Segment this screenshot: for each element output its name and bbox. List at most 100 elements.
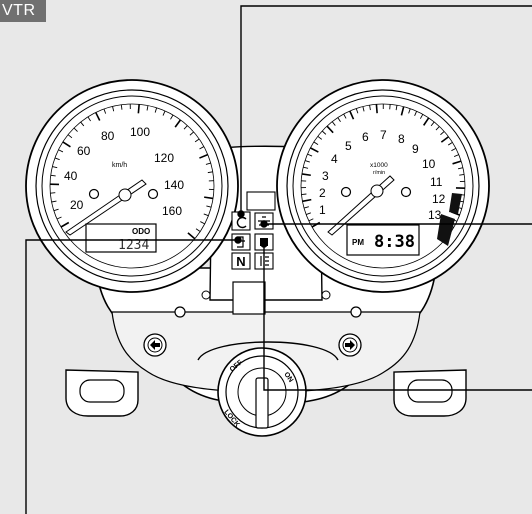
- odometer-label: ODO: [132, 227, 150, 236]
- tachometer-tick-1: 1: [319, 203, 326, 217]
- tachometer-tick-10: 10: [422, 157, 436, 171]
- tick-mark: [408, 108, 411, 114]
- speedometer-tick-120: 120: [154, 151, 174, 165]
- tick-mark: [199, 146, 205, 150]
- tick-mark: [337, 117, 341, 123]
- speedometer-needle-hub: [118, 188, 132, 202]
- tick-mark: [73, 127, 78, 132]
- callout-line-1: [240, 5, 532, 214]
- screw-hole-left: [174, 306, 186, 318]
- tick-mark: [305, 212, 311, 215]
- ignition-position-on: ON: [282, 371, 294, 384]
- odometer-value: 1234: [118, 238, 149, 253]
- center-label-plate: [232, 281, 266, 315]
- tick-mark: [189, 131, 194, 136]
- tick-mark: [162, 110, 166, 116]
- tachometer-pivot-right: [400, 186, 412, 198]
- speedometer-tick-160: 160: [162, 204, 182, 218]
- tachometer-tick-4: 4: [331, 152, 338, 166]
- tick-mark: [194, 138, 200, 143]
- tick-mark: [440, 131, 445, 136]
- model-label: VTR: [0, 0, 46, 22]
- speedometer-tick-60: 60: [77, 144, 91, 158]
- speedometer-pivot-right: [147, 188, 159, 200]
- tick-mark: [56, 216, 62, 220]
- tick-mark: [308, 218, 314, 222]
- tick-mark: [51, 200, 57, 203]
- tick-mark: [451, 147, 457, 152]
- tick-mark: [174, 119, 182, 128]
- tachometer-tick-5: 5: [345, 139, 352, 153]
- top-indicator-window: [246, 191, 276, 211]
- oil-pressure-icon: [236, 216, 247, 229]
- tick-mark: [303, 206, 309, 209]
- tick-mark: [206, 205, 212, 208]
- tachometer-unit: r/min: [373, 170, 385, 176]
- speedometer-tick-140: 140: [164, 178, 184, 192]
- callout-lines: [25, 5, 532, 514]
- callout-dot-4: [260, 240, 268, 248]
- tick-mark: [331, 121, 336, 126]
- tick-mark: [355, 108, 359, 114]
- tick-mark: [452, 160, 462, 165]
- right-mount-slot: [407, 379, 453, 403]
- tick-mark: [146, 105, 149, 111]
- tachometer-tick-8: 8: [398, 132, 405, 146]
- tick-mark: [183, 125, 188, 130]
- tick-mark: [302, 198, 312, 203]
- callout-dot-2: [260, 220, 268, 228]
- tick-mark: [154, 107, 158, 113]
- neutral-indicator-label: N: [236, 254, 245, 269]
- tachometer-tick-11: 11: [430, 175, 443, 189]
- tick-mark: [95, 112, 101, 121]
- tick-mark: [375, 104, 378, 114]
- tick-mark: [422, 117, 430, 126]
- tick-mark: [301, 173, 311, 177]
- tick-mark: [457, 167, 464, 170]
- tick-mark: [447, 142, 453, 146]
- tick-mark: [137, 104, 140, 114]
- clock-display: [346, 224, 420, 256]
- tick-mark: [60, 221, 70, 228]
- tick-mark: [80, 121, 85, 127]
- tick-mark: [440, 136, 450, 143]
- tick-mark: [103, 108, 107, 114]
- speedometer-tick-20: 20: [70, 198, 84, 212]
- high-beam-icon: [260, 256, 269, 266]
- tick-mark: [430, 121, 435, 127]
- ignition-key-slot: [255, 377, 269, 429]
- tick-mark: [53, 208, 59, 212]
- callout-dot-1: [237, 210, 245, 218]
- tick-mark: [204, 196, 214, 200]
- tachometer-tick-7: 7: [380, 128, 387, 142]
- tachometer-tick-9: 9: [412, 142, 419, 156]
- speedometer-tick-40: 40: [64, 169, 78, 183]
- fuel-icon: [237, 236, 245, 248]
- tick-mark: [52, 166, 58, 169]
- tachometer-pivot-left: [340, 186, 352, 198]
- tick-mark: [301, 193, 307, 195]
- tick-mark: [311, 221, 321, 228]
- tick-mark: [50, 174, 56, 177]
- tachometer-needle-hub: [370, 184, 384, 198]
- screw-hole-center-left: [201, 290, 211, 300]
- tick-mark: [187, 232, 196, 240]
- odometer-display: [85, 223, 157, 253]
- tick-mark: [349, 110, 355, 120]
- tachometer-tick-6: 6: [362, 130, 369, 144]
- tick-mark: [200, 221, 205, 225]
- clock-time: 8:38: [374, 232, 415, 252]
- speedometer-tick-100: 100: [130, 125, 150, 139]
- tick-mark: [205, 162, 211, 165]
- tick-mark: [395, 105, 398, 111]
- speedometer-tick-marks: [50, 104, 214, 240]
- tachometer-tick-3: 3: [322, 169, 329, 183]
- callout-line-3: [25, 239, 238, 514]
- tick-mark: [313, 141, 319, 146]
- tachometer-redline-band: [437, 214, 455, 246]
- tick-mark: [67, 134, 73, 139]
- screw-hole-right: [350, 306, 362, 318]
- clock-ampm: PM: [352, 238, 364, 247]
- tick-mark: [414, 111, 418, 116]
